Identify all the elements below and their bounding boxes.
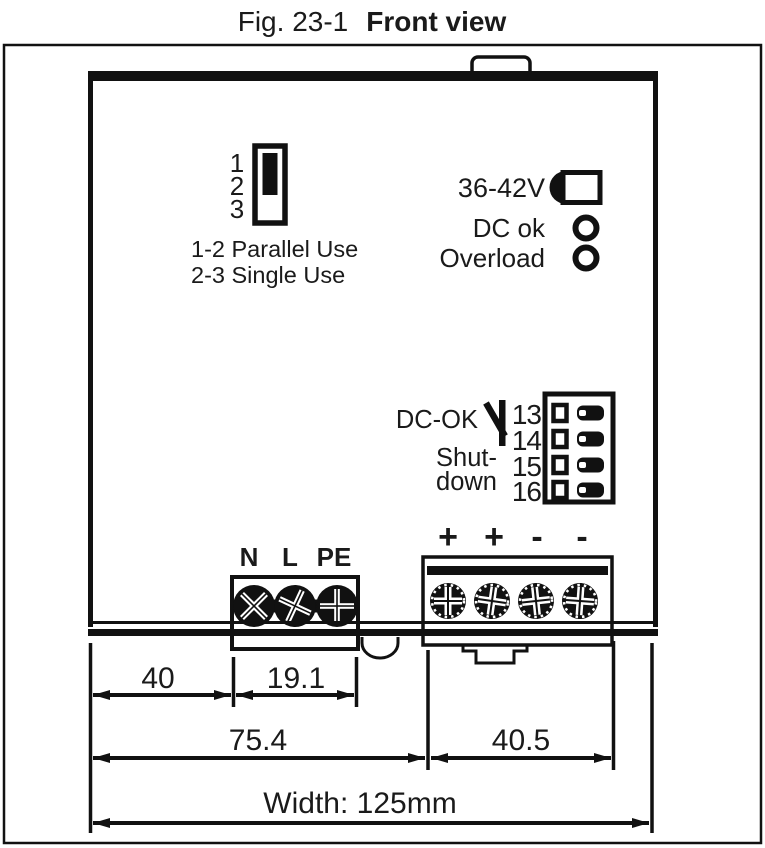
dimension-lines xyxy=(88,641,654,833)
signal-connector-contacts xyxy=(551,402,604,501)
dim-75-4-label: 75.4 xyxy=(229,724,287,757)
screw-terminal-minus1-icon xyxy=(518,583,554,619)
figure-name: Front view xyxy=(366,6,506,37)
pin-16-label: 16 xyxy=(512,476,542,507)
output-block-foot xyxy=(461,645,529,665)
terminal-plus2-label: + xyxy=(484,518,504,556)
device-outline xyxy=(88,55,658,627)
terminal-l-label: L xyxy=(282,542,298,572)
figure-number: Fig. 23-1 xyxy=(238,6,349,37)
dimension-labels: 40 19.1 75.4 40.5 Width: 125mm xyxy=(141,662,550,820)
pin-15-label: 15 xyxy=(512,451,542,482)
dim-19-1-label: 19.1 xyxy=(267,662,325,695)
overload-led-label: Overload xyxy=(440,243,546,273)
pin-14-label: 14 xyxy=(512,425,542,456)
figure-frame xyxy=(2,43,763,845)
screw-terminal-plus2-icon xyxy=(474,583,510,619)
selector-note-single: 2-3 Single Use xyxy=(191,262,345,288)
device-right-edge xyxy=(653,71,658,627)
device-left-edge xyxy=(88,71,93,627)
device-bottom-edge xyxy=(88,621,658,636)
screw-terminal-l-icon xyxy=(274,585,316,627)
dc-ok-contact-label: DC-OK xyxy=(396,406,478,434)
jumper-slider xyxy=(262,153,278,195)
selector-note-parallel: 1-2 Parallel Use xyxy=(191,236,358,262)
screw-terminal-minus2-icon xyxy=(562,583,598,619)
pin-13-label: 13 xyxy=(512,399,542,430)
relay-contact-icon xyxy=(483,400,508,446)
terminal-n-label: N xyxy=(240,542,259,572)
voltage-adjustment: 36-42V xyxy=(458,170,603,205)
led-indicators: DC ok Overload xyxy=(440,213,600,273)
terminal-minus1-label: - xyxy=(531,518,542,556)
output-block-top-band xyxy=(427,566,608,575)
shutdown-label-line2: down xyxy=(436,468,497,496)
voltage-range-label: 36-42V xyxy=(458,173,545,203)
terminal-minus2-label: - xyxy=(576,518,587,556)
shutdown-label-line1: Shut- xyxy=(436,444,497,472)
din-clip-tab xyxy=(360,637,400,660)
dim-total-width-label: Width: 125mm xyxy=(263,787,456,820)
terminal-pe-label: PE xyxy=(317,542,352,572)
dim-40-label: 40 xyxy=(141,662,174,695)
parallel-single-selector: 1 2 3 1-2 Parallel Use 2-3 Single Use xyxy=(191,143,358,288)
dc-ok-led-label: DC ok xyxy=(473,213,546,243)
overload-led-icon xyxy=(572,244,600,272)
device-top-edge xyxy=(88,71,658,81)
selector-pos-2: 2 xyxy=(230,171,244,201)
selector-pos-3: 3 xyxy=(230,194,244,224)
potentiometer-body xyxy=(560,170,603,205)
input-terminal-block: N L PE xyxy=(230,542,360,651)
figure-title: Fig. 23-1 Front view xyxy=(238,6,507,37)
selector-pos-1: 1 xyxy=(230,148,244,178)
signal-connector: DC-OK Shut- down 13 14 15 16 xyxy=(396,391,616,507)
terminal-plus1-label: + xyxy=(438,518,458,556)
screw-terminal-n-icon xyxy=(233,585,275,627)
dc-ok-led-icon xyxy=(572,214,600,242)
screw-terminal-plus1-icon xyxy=(430,583,466,619)
dim-40-5-label: 40.5 xyxy=(492,724,550,757)
screw-terminal-pe-icon xyxy=(316,585,358,627)
